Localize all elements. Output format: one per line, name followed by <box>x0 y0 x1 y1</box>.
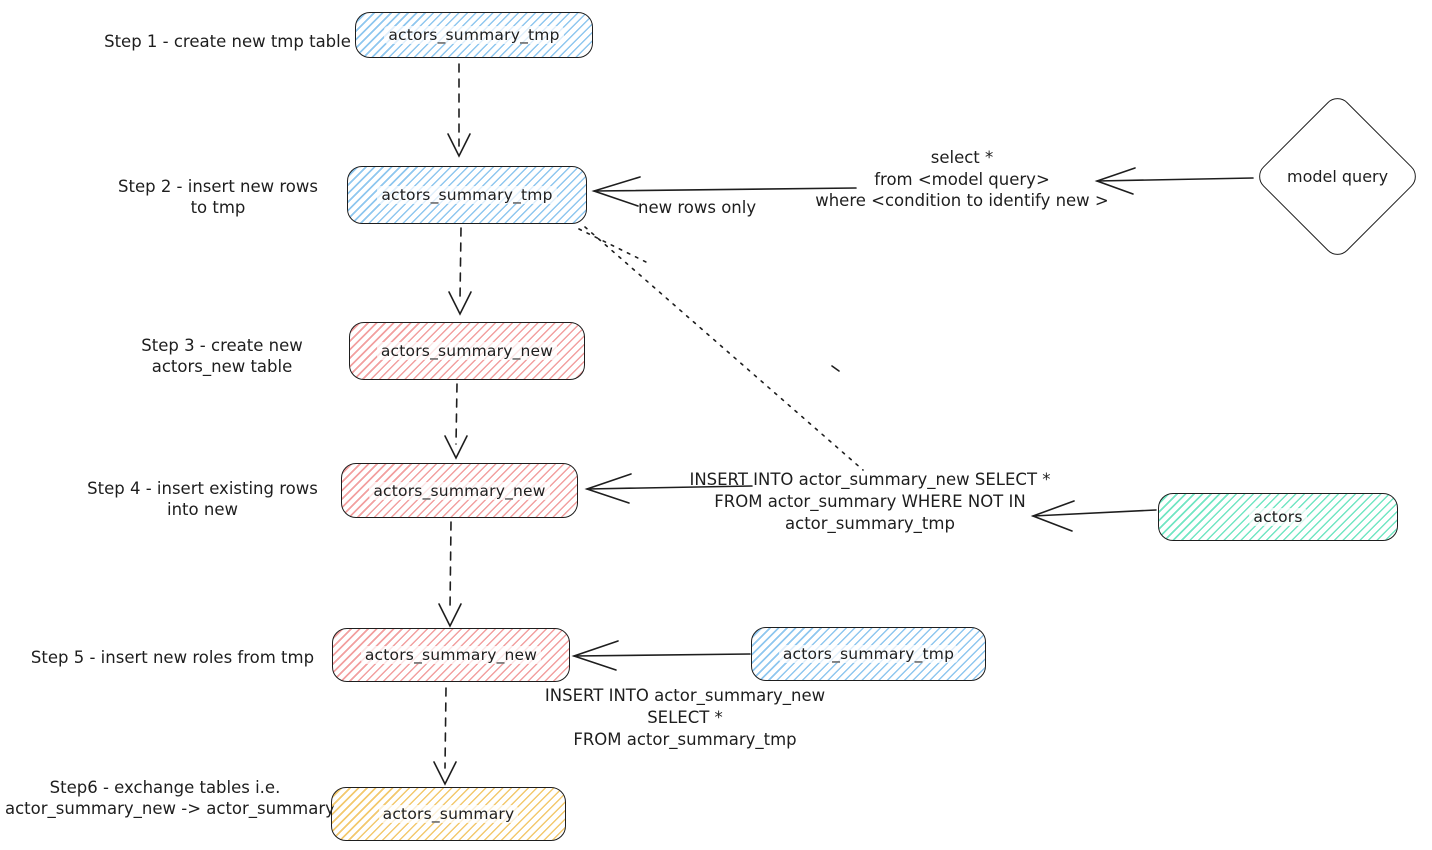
arrow-tmp-step5 <box>573 653 751 657</box>
arrow-modelquery-select <box>1096 177 1254 182</box>
node-label: actors <box>1249 508 1307 526</box>
node-actors-summary-tmp-step2[interactable]: actors_summary_tmp <box>347 166 587 224</box>
node-actors-summary-tmp-source[interactable]: actors_summary_tmp <box>751 627 986 681</box>
node-actors-summary-tmp-step1[interactable]: actors_summary_tmp <box>355 12 593 58</box>
node-actors-summary-new-step5[interactable]: actors_summary_new <box>332 628 570 682</box>
step-label-line: Step 2 - insert new rows <box>118 177 318 196</box>
stray-mark <box>831 365 840 372</box>
step-6-label: Step6 - exchange tables i.e. actor_summa… <box>5 777 335 819</box>
annotation-line: FROM actor_summary WHERE NOT IN <box>714 492 1026 511</box>
annotation-select-query: select * from <model query> where <condi… <box>812 147 1112 212</box>
node-label: actors_summary_new <box>360 646 542 664</box>
step-1-label: Step 1 - create new tmp table <box>95 31 360 52</box>
annotation-line: INSERT INTO actor_summary_new SELECT * <box>689 470 1051 489</box>
annotation-line: INSERT INTO actor_summary_new <box>544 686 826 705</box>
dotted-link-stub <box>578 228 647 263</box>
step-label-line: actor_summary_new -> actor_summary <box>5 799 335 818</box>
step-5-label: Step 5 - insert new roles from tmp <box>30 647 315 668</box>
node-label: actors_summary_new <box>369 481 550 500</box>
annotation-line: SELECT * <box>647 708 723 727</box>
arrow-step5-step6 <box>444 687 447 769</box>
step-label-line: Step 5 - insert new roles from tmp <box>30 648 315 667</box>
step-2-label: Step 2 - insert new rows to tmp <box>118 176 318 218</box>
arrow-step2-step3 <box>459 227 462 301</box>
node-label: model query <box>1286 167 1389 186</box>
node-label: actors_summary <box>378 805 519 823</box>
dotted-link-step2-insert <box>584 226 864 471</box>
step-label-line: Step 1 - create new tmp table <box>104 32 351 51</box>
step-label-line: to tmp <box>190 198 246 217</box>
node-model-query[interactable]: model query <box>1253 92 1422 261</box>
step-4-label: Step 4 - insert existing rows into new <box>80 478 325 520</box>
node-actors-summary-new-step3[interactable]: actors_summary_new <box>349 322 585 380</box>
step-label-line: Step6 - exchange tables i.e. <box>49 778 281 797</box>
step-label-line: actors_new table <box>151 357 293 376</box>
annotation-insert-from-tmp: INSERT INTO actor_summary_new SELECT * F… <box>520 685 850 751</box>
arrow-step4-step5 <box>449 521 452 611</box>
step-label-line: Step 4 - insert existing rows <box>87 479 318 498</box>
annotation-line: actor_summary_tmp <box>785 514 955 533</box>
step-label-line: into new <box>167 500 238 519</box>
annotation-line: FROM actor_summary_tmp <box>573 730 797 749</box>
arrow-step3-step4 <box>455 383 458 445</box>
annotation-line: new rows only <box>638 198 757 217</box>
annotation-new-rows-only: new rows only <box>638 197 756 219</box>
node-label: actors_summary_tmp <box>384 26 564 44</box>
annotation-line: where <condition to identify new > <box>815 191 1109 210</box>
node-actors[interactable]: actors <box>1158 493 1398 541</box>
node-label: actors_summary_tmp <box>778 645 959 663</box>
step-label-line: Step 3 - create new <box>141 336 303 355</box>
node-actors-summary-new-step4[interactable]: actors_summary_new <box>341 463 578 518</box>
node-actors-summary-step6[interactable]: actors_summary <box>331 787 566 841</box>
annotation-insert-existing: INSERT INTO actor_summary_new SELECT * F… <box>660 469 1080 535</box>
annotation-line: from <model query> <box>874 169 1050 189</box>
step-3-label: Step 3 - create new actors_new table <box>122 335 322 377</box>
annotation-line: select * <box>930 148 994 167</box>
node-label: actors_summary_tmp <box>377 186 557 204</box>
node-label: actors_summary_new <box>376 342 558 360</box>
